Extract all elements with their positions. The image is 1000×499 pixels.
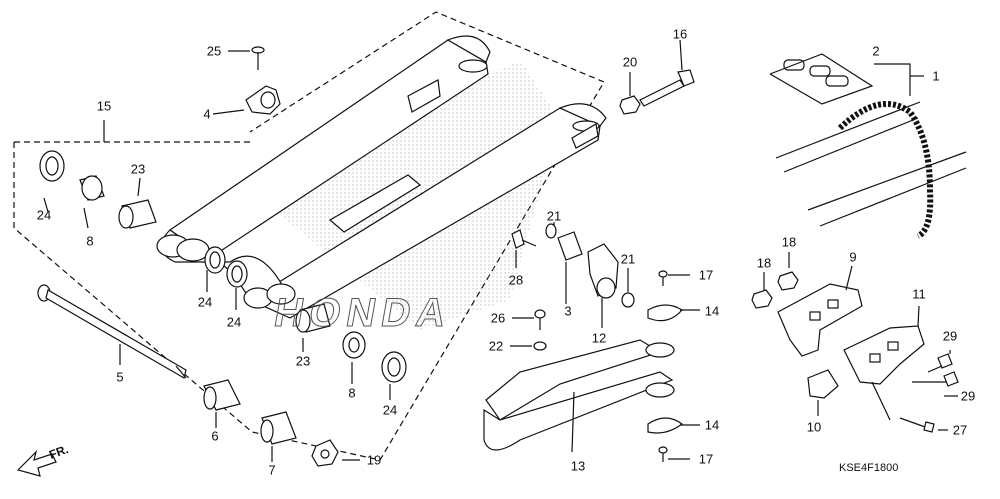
callout-26: 26 — [490, 310, 506, 326]
callout-5: 5 — [116, 369, 124, 385]
bolt-16 — [639, 69, 695, 107]
nut-19 — [311, 439, 339, 467]
callout-23a: 23 — [130, 161, 146, 177]
callout-16: 16 — [672, 26, 688, 42]
washer-21 — [545, 223, 557, 239]
bolt-26 — [534, 309, 546, 330]
washer-22 — [533, 341, 547, 351]
callout-27: 27 — [952, 422, 968, 438]
callout-29a: 29 — [942, 328, 958, 344]
callout-23b: 23 — [295, 353, 311, 369]
pivot-bolt-5 — [37, 284, 187, 379]
callout-24c: 24 — [226, 314, 242, 330]
bolt-27 — [899, 417, 935, 433]
callout-24d: 24 — [382, 402, 398, 418]
dust-seal-24d — [381, 351, 407, 383]
honda-logo: HONDA — [271, 290, 455, 335]
bolt-29 — [927, 353, 953, 373]
dust-seal-24b — [204, 246, 226, 274]
callout-20: 20 — [622, 54, 638, 70]
callout-12: 12 — [591, 330, 607, 346]
collar-8b — [342, 331, 366, 359]
nut-18 — [751, 289, 773, 309]
bolt-28 — [511, 229, 537, 249]
bolt-29b — [912, 371, 959, 387]
callout-19: 19 — [366, 452, 382, 468]
callout-25: 25 — [206, 43, 222, 59]
callout-28: 28 — [508, 272, 524, 288]
callout-14a: 14 — [704, 303, 720, 319]
honda-wing-watermark — [250, 60, 560, 330]
rubber-14b — [647, 417, 684, 434]
callout-21b: 21 — [620, 251, 636, 267]
callout-17b: 17 — [698, 451, 714, 467]
callout-15: 15 — [96, 98, 112, 114]
callout-21a: 21 — [546, 208, 562, 224]
chain-guide-11 — [843, 325, 925, 385]
rubber-14 — [647, 304, 683, 322]
bolt-25 — [251, 46, 265, 70]
callout-24b: 24 — [197, 294, 213, 310]
callout-18a: 18 — [781, 234, 797, 250]
callout-11: 11 — [912, 286, 926, 302]
callout-1: 1 — [932, 68, 940, 84]
bolt-17b — [658, 446, 668, 462]
callout-7: 7 — [268, 462, 276, 478]
chain-guide-plate-9 — [777, 283, 863, 357]
hose-clamp-4 — [245, 85, 281, 115]
dust-seal-24c — [226, 260, 248, 288]
callout-8b: 8 — [348, 385, 356, 401]
callout-6: 6 — [211, 428, 219, 444]
swingarm-group-outline — [13, 11, 605, 461]
diagram-code: KSE4F1800 — [839, 462, 899, 474]
nut-18b — [777, 271, 799, 291]
callout-18b: 18 — [756, 255, 772, 271]
nut-20 — [619, 95, 641, 115]
callout-14b: 14 — [704, 417, 720, 433]
callout-3: 3 — [564, 303, 572, 319]
chain-slider-13 — [483, 339, 675, 451]
callout-2: 2 — [872, 43, 880, 59]
washer-21b — [621, 292, 635, 308]
bushing-12 — [587, 243, 619, 299]
bolt-17 — [658, 270, 668, 286]
callout-17a: 17 — [698, 267, 714, 283]
callout-24a: 24 — [36, 207, 52, 223]
callout-9: 9 — [849, 249, 857, 265]
swingarm — [156, 35, 607, 319]
callout-22: 22 — [488, 338, 504, 354]
callout-13: 13 — [570, 458, 586, 474]
callout-10: 10 — [806, 419, 822, 435]
collar-3 — [557, 231, 583, 261]
slider-10 — [807, 369, 839, 399]
callout-4: 4 — [203, 106, 211, 122]
drive-chain-1 — [775, 101, 967, 239]
callout-8a: 8 — [86, 233, 94, 249]
front-direction-arrow — [16, 450, 57, 477]
callout-29b: 29 — [960, 388, 976, 404]
